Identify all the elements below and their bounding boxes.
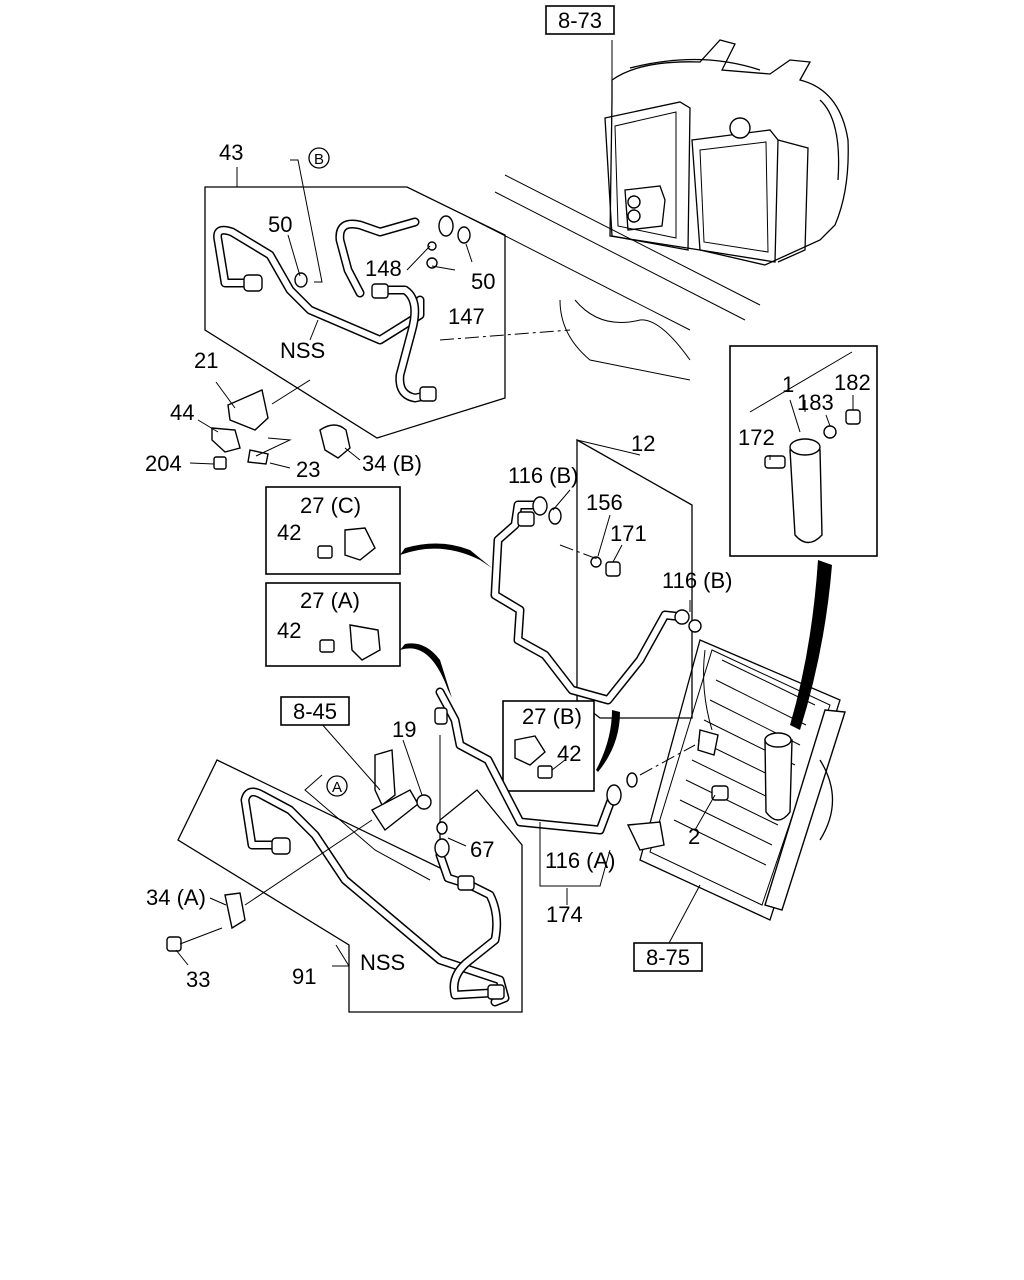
pipe-43 [213, 159, 571, 403]
label-42-27c: 42 [277, 520, 301, 545]
label-50-left: 50 [268, 212, 292, 237]
label-nss-top: NSS [280, 338, 325, 363]
leader-lines [175, 40, 854, 967]
marker-b: B [308, 147, 330, 169]
pipe-91 [166, 735, 510, 1007]
pipe-12-outline [576, 438, 693, 719]
label-171: 171 [610, 521, 647, 546]
label-2: 2 [688, 824, 700, 849]
label-116a: 116 (A) [545, 848, 616, 873]
label-21: 21 [194, 348, 218, 373]
condenser-unit [626, 639, 846, 921]
label-27a: 27 (A) [300, 588, 360, 613]
label-182: 182 [834, 370, 871, 395]
label-33: 33 [186, 967, 210, 992]
label-116b-right: 116 (B) [662, 568, 733, 593]
label-1: 1 [782, 372, 794, 397]
label-12: 12 [631, 431, 655, 456]
marker-b-label: B [314, 151, 324, 168]
label-34b: 34 (B) [362, 451, 422, 476]
receiver-drier-inset [729, 345, 878, 557]
pipe-43-outline [204, 186, 506, 439]
label-44: 44 [170, 400, 194, 425]
label-23: 23 [296, 457, 320, 482]
ref-label-8-73: 8-73 [558, 8, 602, 33]
ref-label-8-45: 8-45 [293, 699, 337, 724]
marker-a: A [326, 775, 348, 797]
label-27c: 27 (C) [300, 493, 361, 518]
ref-box-8-75[interactable]: 8-75 [633, 942, 703, 972]
clamp-27c-inset [265, 486, 401, 575]
clamp-27a-inset [265, 582, 401, 667]
evaporator-unit [604, 39, 849, 266]
label-34a: 34 (A) [146, 885, 206, 910]
part-labels: 43 50 50 148 147 NSS 21 44 204 23 34 (B)… [145, 140, 871, 992]
label-91: 91 [292, 964, 316, 989]
label-27b: 27 (B) [522, 704, 582, 729]
label-156: 156 [586, 490, 623, 515]
label-148: 148 [365, 256, 402, 281]
ref-label-8-75: 8-75 [646, 945, 690, 970]
label-42-27b: 42 [557, 741, 581, 766]
label-42-27a: 42 [277, 618, 301, 643]
label-172: 172 [738, 425, 775, 450]
label-116b-top: 116 (B) [508, 463, 579, 488]
ref-box-8-45[interactable]: 8-45 [280, 696, 350, 726]
pipe-174 [434, 687, 696, 887]
pipe-12 [490, 496, 702, 705]
label-174: 174 [546, 902, 583, 927]
label-204: 204 [145, 451, 182, 476]
bracket-21-group [211, 379, 351, 470]
clamp-27b-inset [502, 700, 595, 792]
label-43: 43 [219, 140, 243, 165]
marker-a-label: A [332, 779, 342, 796]
label-67: 67 [470, 837, 494, 862]
label-nss-bottom: NSS [360, 950, 405, 975]
ref-box-8-73[interactable]: 8-73 [545, 5, 615, 35]
leader-arcs [400, 543, 832, 772]
label-50-right: 50 [471, 269, 495, 294]
label-183: 183 [797, 390, 834, 415]
label-147: 147 [448, 304, 485, 329]
label-19: 19 [392, 717, 416, 742]
frame-lines [469, 174, 761, 381]
